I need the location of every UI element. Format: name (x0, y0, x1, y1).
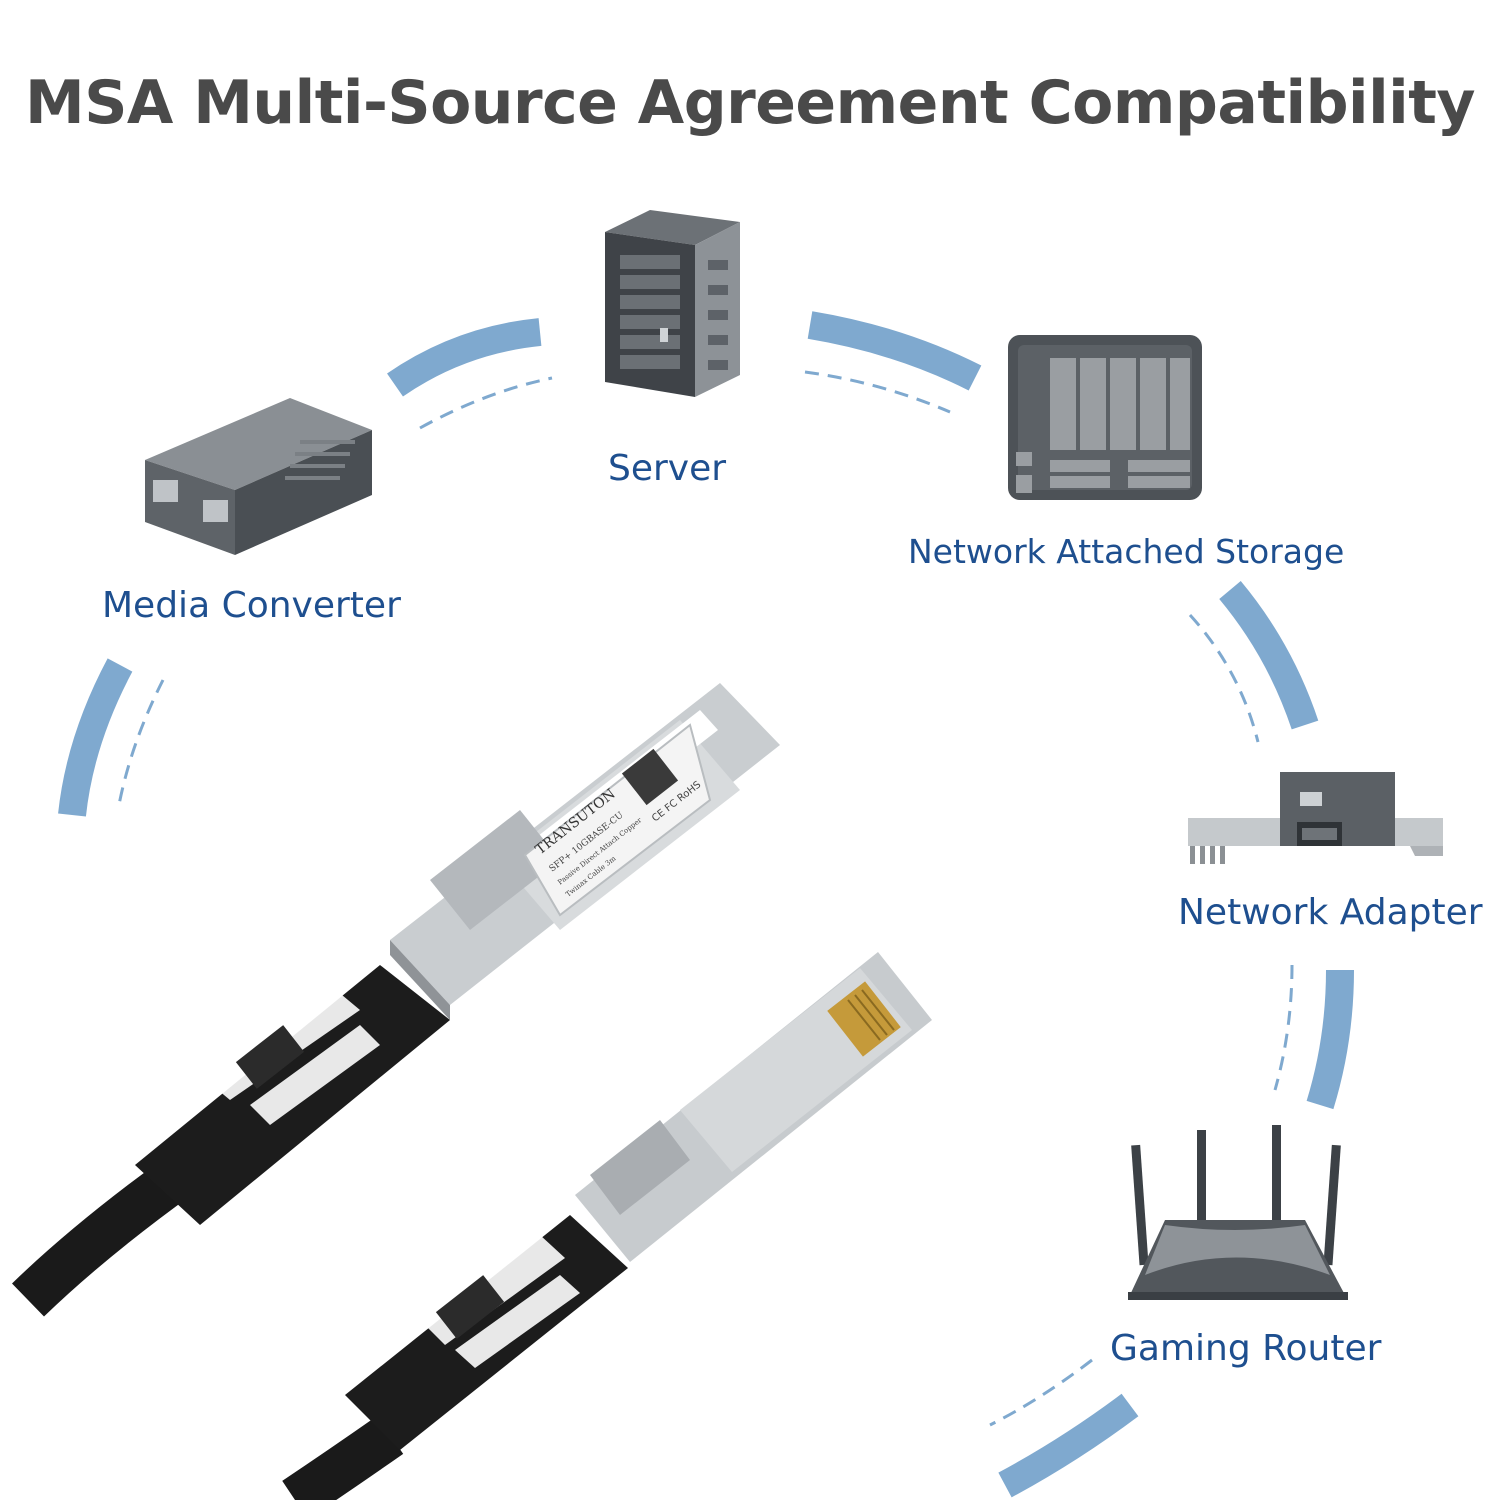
server-label: Server (608, 448, 727, 489)
upper-module-label-plate (523, 723, 712, 917)
arc-media-left (58, 658, 133, 817)
arc-adapter-router (1306, 969, 1354, 1110)
arc-nas-adapter (1219, 581, 1319, 730)
dash-nas-adapter (1188, 613, 1260, 743)
lower-module-boot (345, 1215, 628, 1450)
arc-server-nas (807, 311, 982, 391)
arc-media-server (387, 318, 542, 397)
gaming-router-label: Gaming Router (1110, 1328, 1382, 1369)
dash-media-left (116, 679, 165, 811)
cable-right (282, 1416, 404, 1500)
network-adapter-label: Network Adapter (1178, 892, 1483, 933)
arc-router-bottom (998, 1393, 1139, 1498)
dash-media-server (419, 376, 553, 430)
cable-left (12, 1156, 194, 1317)
upper-module-boot (135, 965, 450, 1225)
diagram-title: MSA Multi-Source Agreement Compatibility (24, 68, 1476, 138)
media-converter-label: Media Converter (102, 585, 401, 626)
lower-sfp-module (575, 952, 932, 1262)
dash-server-nas (804, 370, 951, 414)
nas-label: Network Attached Storage (908, 532, 1345, 571)
